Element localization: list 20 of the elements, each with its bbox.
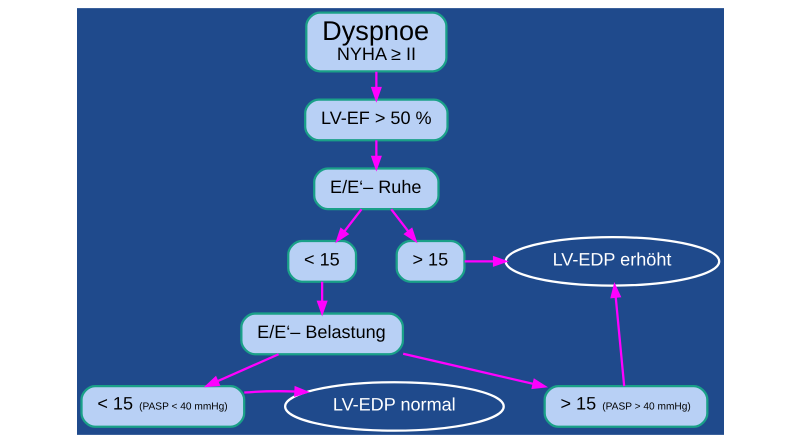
arrow xyxy=(203,353,279,388)
arrow xyxy=(334,208,362,244)
node-box: > 15 (PASP > 40 mmHg) xyxy=(543,384,708,428)
arrow xyxy=(390,208,417,244)
node-box: Dyspnoe NYHA ≥ II xyxy=(304,11,448,72)
node-box: < 15 (PASP < 40 mmHg) xyxy=(80,384,245,428)
node-box: E/E‘– Belastung xyxy=(240,312,404,356)
node-box: LV-EF > 50 % xyxy=(304,98,448,142)
node-ellipse: LV-EDP normal xyxy=(284,381,504,432)
node-box: < 15 xyxy=(286,240,357,283)
arrow xyxy=(370,140,382,172)
arrow xyxy=(370,72,382,103)
node-ellipse: LV-EDP erhöht xyxy=(504,236,720,287)
arrow xyxy=(402,352,548,390)
arrow xyxy=(610,282,625,386)
node-box: > 15 xyxy=(395,240,466,283)
arrow xyxy=(464,256,508,267)
arrow xyxy=(244,386,310,397)
node-box: E/E‘– Ruhe xyxy=(312,167,440,210)
arrow xyxy=(316,282,328,317)
